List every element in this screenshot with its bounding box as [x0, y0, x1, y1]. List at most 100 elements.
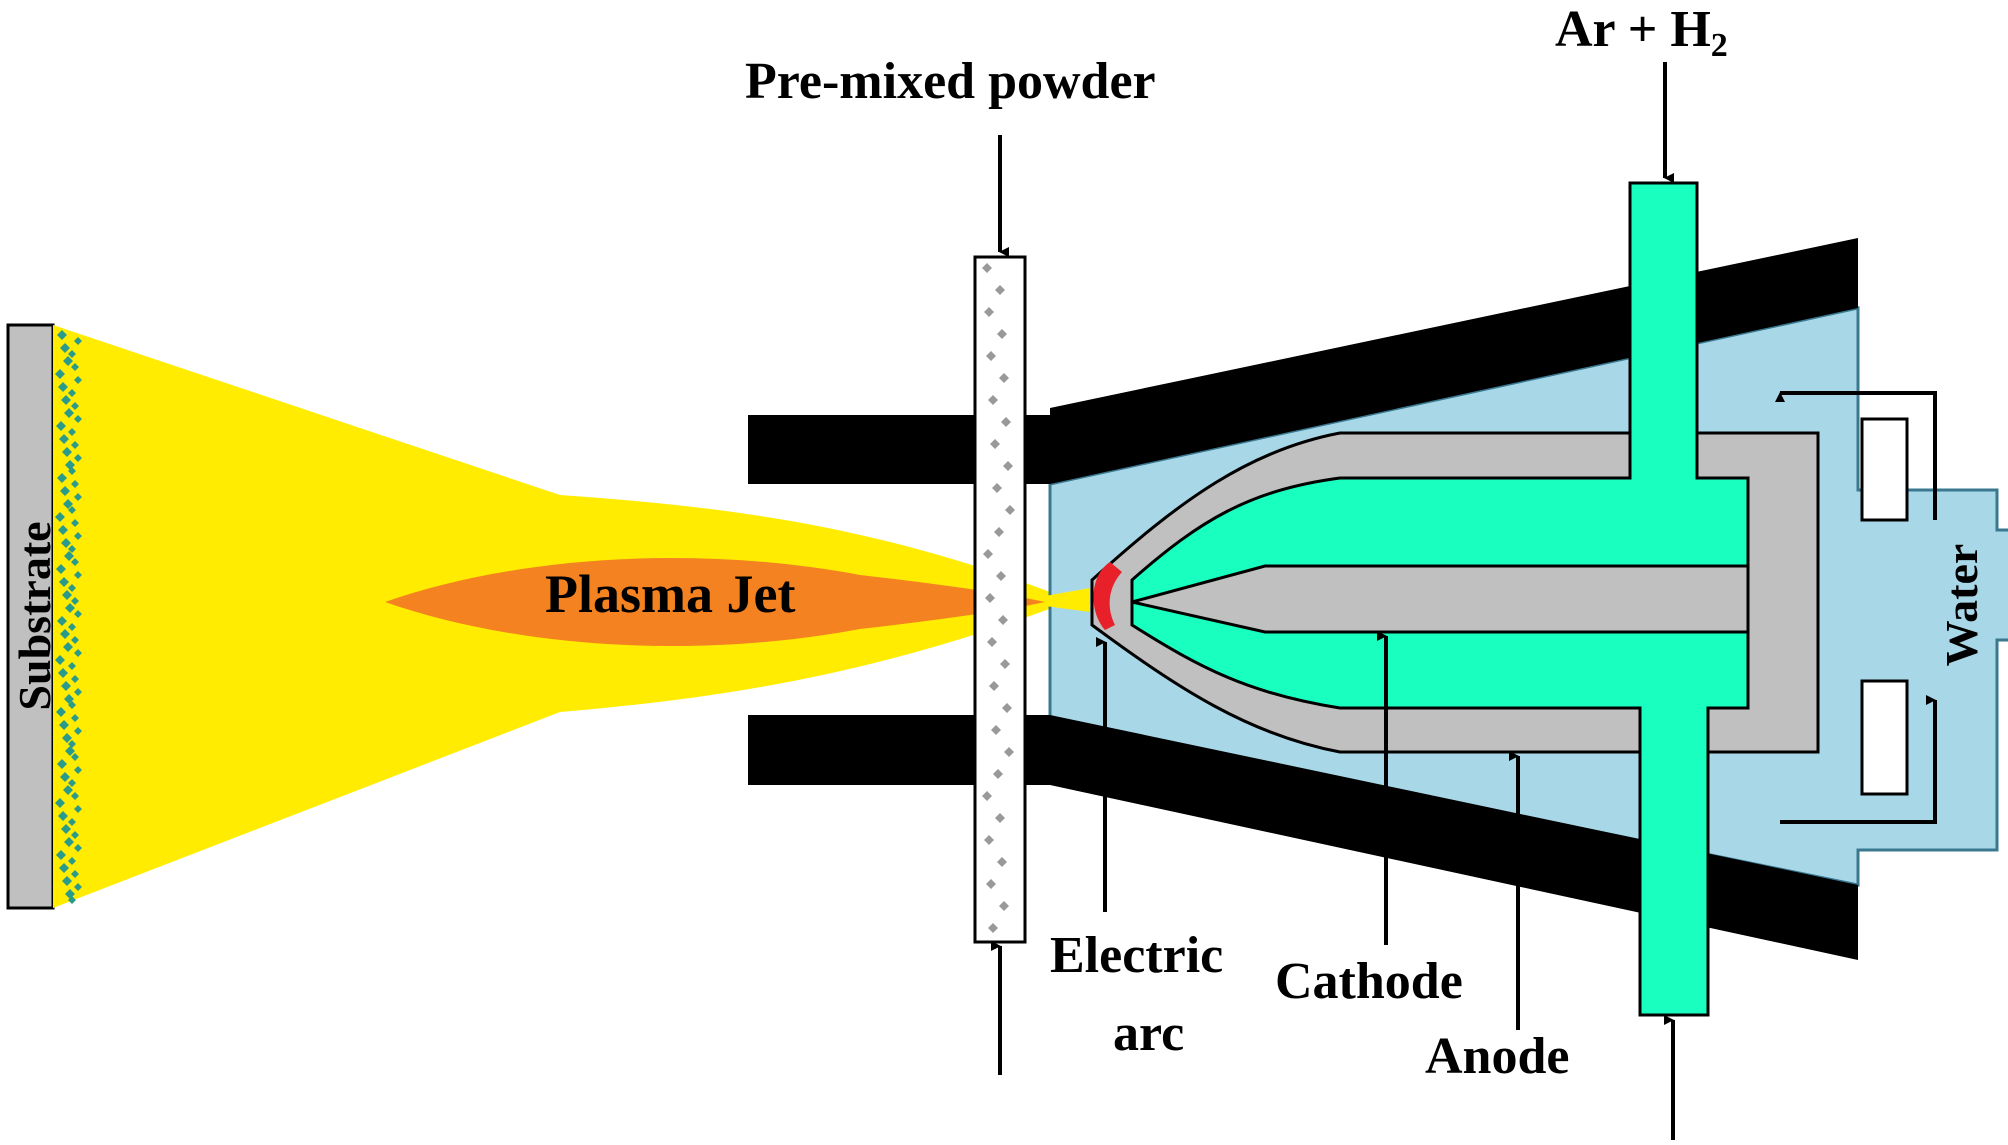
particle	[55, 369, 65, 379]
particle	[68, 428, 76, 436]
arc-label: arc	[1113, 1005, 1184, 1062]
powder-particles	[982, 263, 1015, 933]
particle	[990, 439, 1000, 449]
particle	[74, 727, 82, 735]
particle	[63, 499, 73, 509]
nozzle-exit-flame	[1045, 588, 1090, 612]
particle	[58, 382, 68, 392]
particle	[68, 545, 76, 553]
particle	[68, 389, 76, 397]
particle	[60, 343, 70, 353]
coating-particles	[55, 330, 82, 904]
particle	[984, 835, 994, 845]
electric-label: Electric	[1050, 927, 1223, 984]
particle	[62, 876, 72, 886]
particle	[997, 329, 1007, 339]
particle	[71, 402, 79, 410]
particle	[59, 720, 69, 730]
particle	[56, 707, 66, 717]
particle	[61, 538, 71, 548]
gas-inlet-label: Ar + H2	[1555, 1, 1728, 64]
particle	[988, 395, 998, 405]
particle	[60, 486, 70, 496]
particle	[987, 637, 997, 647]
particle	[74, 571, 82, 579]
particle	[60, 629, 70, 639]
particle	[68, 467, 76, 475]
plasma-jet-label: Plasma Jet	[545, 564, 795, 624]
particle	[1003, 461, 1013, 471]
water-channel-block-lower	[1860, 679, 1909, 796]
particle	[71, 714, 79, 722]
particle	[55, 655, 65, 665]
particle	[68, 818, 76, 826]
cathode-label: Cathode	[1275, 953, 1463, 1010]
particle	[994, 527, 1004, 537]
particle	[68, 350, 76, 358]
particle	[71, 792, 79, 800]
particle	[55, 512, 65, 522]
particle	[71, 870, 79, 878]
particle	[56, 421, 66, 431]
particle	[58, 525, 68, 535]
water-outlet-arrow	[1775, 391, 1937, 520]
particle	[985, 593, 995, 603]
particle	[74, 337, 82, 345]
electric-arc	[1093, 562, 1122, 630]
particle	[65, 603, 75, 613]
particle	[68, 779, 76, 787]
particle	[996, 571, 1006, 581]
particle	[71, 558, 79, 566]
water-inlet-arrow	[1780, 695, 1937, 824]
particle	[74, 649, 82, 657]
particle	[65, 746, 75, 756]
particle	[986, 879, 996, 889]
particle	[64, 551, 74, 561]
particle	[68, 701, 76, 709]
particle	[995, 285, 1005, 295]
particle	[71, 363, 79, 371]
particle	[71, 636, 79, 644]
particle	[74, 415, 82, 423]
particle	[74, 844, 82, 852]
particle	[63, 785, 73, 795]
particle	[59, 863, 69, 873]
water-label: Water	[1936, 544, 1987, 667]
particle	[59, 434, 69, 444]
particle	[60, 772, 70, 782]
particle	[1005, 505, 1015, 515]
particle	[71, 675, 79, 683]
particle	[74, 532, 82, 540]
particle	[1004, 747, 1014, 757]
particle	[993, 769, 1003, 779]
anode-label: Anode	[1425, 1028, 1569, 1085]
particle	[991, 725, 1001, 735]
particle	[68, 857, 76, 865]
particle	[71, 753, 79, 761]
particle	[62, 447, 72, 457]
particle	[992, 483, 1002, 493]
particle	[999, 373, 1009, 383]
substrate-plate	[6, 323, 55, 910]
particle	[59, 577, 69, 587]
substrate-label: Substrate	[9, 521, 60, 710]
particle	[62, 590, 72, 600]
particle	[71, 441, 79, 449]
particle	[64, 408, 74, 418]
particle	[997, 857, 1007, 867]
particle	[74, 376, 82, 384]
particle	[55, 798, 65, 808]
particle	[56, 564, 66, 574]
particle	[74, 688, 82, 696]
particle	[983, 549, 993, 559]
particle	[57, 759, 67, 769]
particle	[63, 356, 73, 366]
particle	[74, 493, 82, 501]
particle	[989, 681, 999, 691]
particle	[988, 923, 998, 933]
particle	[62, 733, 72, 743]
particle	[74, 805, 82, 813]
particle	[58, 668, 68, 678]
particle	[68, 896, 76, 904]
